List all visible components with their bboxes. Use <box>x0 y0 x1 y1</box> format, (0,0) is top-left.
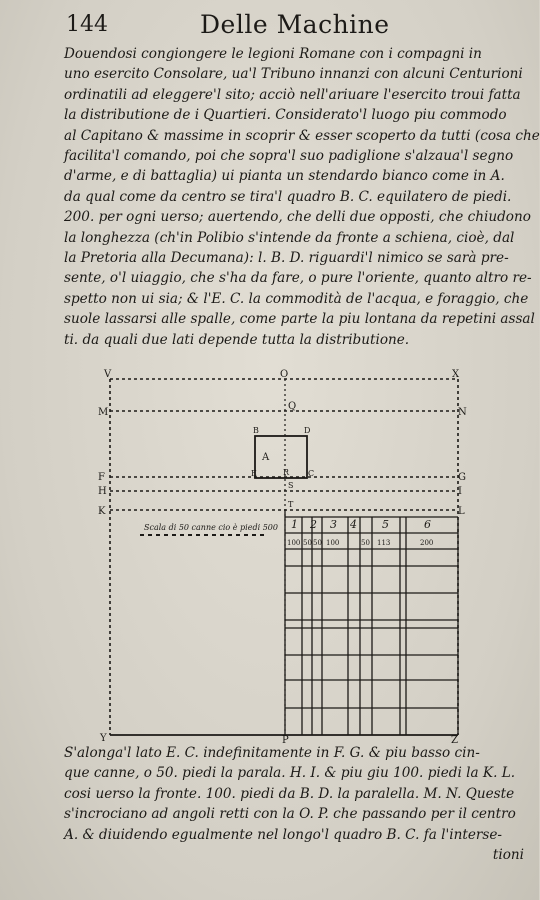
column-width: 50 <box>303 539 312 547</box>
label-i: I <box>458 486 462 497</box>
column-number-6: 6 <box>424 518 431 531</box>
label-f: F <box>98 472 105 483</box>
label-z: Z <box>451 735 458 746</box>
label-h: H <box>98 486 107 497</box>
running-title: Delle Machine <box>200 10 390 39</box>
page-number: 144 <box>66 12 108 37</box>
camp-plan-svg: Scala di 50 canne cio è piedi 500 V O X … <box>98 369 467 746</box>
scale-label: Scala di 50 canne cio è piedi 500 <box>144 523 278 532</box>
column-width: 200 <box>420 539 433 547</box>
label-n: N <box>458 407 467 418</box>
column-number-3: 3 <box>330 518 337 531</box>
text-line: facilita'l comando, poi che sopra'l suo … <box>64 148 514 165</box>
column-width: 100 <box>326 539 339 547</box>
text-line: da qual come da centro se tira'l quadro … <box>64 188 512 205</box>
text-line: 200. per ogni uerso; auertendo, che dell… <box>64 209 531 226</box>
text-line: ordinatili ad eleggere'l sito; acciò nel… <box>64 86 521 103</box>
column-width: 50 <box>313 539 322 547</box>
label-m: M <box>98 407 108 418</box>
text-line: que canne, o 50. piedi la parala. H. I. … <box>64 765 516 782</box>
label-k: K <box>98 506 106 517</box>
column-width: 113 <box>377 539 390 547</box>
column-width: 50 <box>361 539 370 547</box>
label-s: S <box>288 481 293 490</box>
label-a: A <box>261 452 270 463</box>
label-v: V <box>103 369 112 380</box>
label-e: E <box>251 469 257 478</box>
text-line: sente, o'l uiaggio, che s'ha da fare, o … <box>64 270 532 287</box>
label-l: L <box>458 506 465 517</box>
square-b-c <box>254 435 308 479</box>
text-line: S'alonga'l lato E. C. indefinitamente in… <box>64 745 480 761</box>
text-line: suole lassarsi alle spalle, come parte l… <box>64 311 535 328</box>
text-line: la longhezza (ch'in Polibio s'intende da… <box>64 229 515 246</box>
label-r: R <box>283 468 290 477</box>
column-number-4: 4 <box>349 518 357 531</box>
text-line: la Pretoria alla Decumana): l. B. D. rig… <box>64 250 509 267</box>
label-q: Q <box>288 401 296 412</box>
text-line: uno esercito Consolare, ua'l Tribuno inn… <box>64 66 523 83</box>
label-o: O <box>280 369 288 380</box>
quarters-grid <box>284 510 459 735</box>
label-c: C <box>308 469 314 478</box>
paragraph-bottom: S'alonga'l lato E. C. indefinitamente in… <box>64 743 524 865</box>
label-p: P <box>282 735 289 746</box>
text-line: spetto non ui sia; & l'E. C. la commodit… <box>64 290 529 307</box>
column-number-1: 1 <box>291 518 298 531</box>
label-g: G <box>458 472 466 483</box>
text-line: tioni <box>492 847 524 864</box>
column-number-5: 5 <box>382 518 389 531</box>
label-b: B <box>253 426 259 435</box>
text-line: Douendosi congiongere le legioni Romane … <box>64 46 482 62</box>
column-width: 100 <box>287 539 300 547</box>
label-x: X <box>452 369 460 380</box>
text-line: la distributione de i Quartieri. Conside… <box>64 107 507 124</box>
camp-plan-diagram: Scala di 50 canne cio è piedi 500 V O X … <box>80 365 540 746</box>
text-line: d'arme, e di battaglia) ui pianta un ste… <box>64 168 505 185</box>
paragraph-top: Douendosi congiongere le legioni Romane … <box>64 44 540 350</box>
text-line: al Capitano & massime in scoprir & esser… <box>64 127 540 144</box>
text-line: s'incrociano ad angoli retti con la O. P… <box>64 806 516 823</box>
text-line: ti. da quali due lati depende tutta la d… <box>64 331 410 348</box>
label-t: T <box>288 500 294 509</box>
label-d: D <box>304 426 310 435</box>
column-number-2: 2 <box>309 518 317 531</box>
text-line: cosi uerso la fronte. 100. piedi da B. D… <box>64 785 515 802</box>
label-y: Y <box>99 733 107 744</box>
text-line: A. & diuidendo egualmente nel longo'l qu… <box>64 826 502 843</box>
